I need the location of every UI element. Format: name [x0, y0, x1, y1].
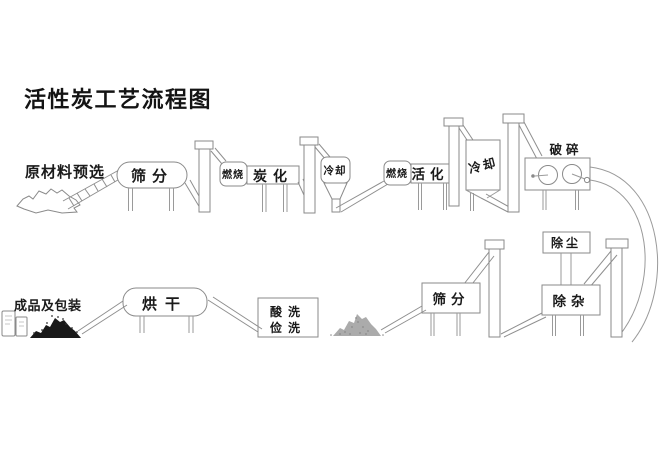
- burner-box-2: 燃烧: [383, 160, 412, 186]
- sieving-drum: 筛分: [116, 161, 188, 211]
- dust-removal-label: 除尘: [551, 235, 581, 250]
- feed-conveyor: [62, 169, 124, 210]
- crusher-axle-dot-right: [583, 176, 591, 184]
- bucket-elevator-5: [583, 238, 629, 338]
- drying-drum: 烘干: [122, 287, 208, 333]
- bucket-elevator-4: [502, 113, 543, 213]
- washing-tank: 酸洗 俭洗: [257, 297, 319, 338]
- finished-goods-label: 成品及包装: [14, 298, 82, 314]
- burner-1-label: 燃烧: [222, 168, 244, 181]
- drying-drum-label: 烘干: [142, 295, 188, 313]
- bucket-elevator-6: [463, 239, 505, 338]
- second-washing-label: 俭洗: [270, 320, 306, 335]
- sieving-drum-label: 筛分: [131, 167, 173, 185]
- impurity-remover: 除杂: [541, 284, 601, 336]
- burner-2-label: 燃烧: [386, 167, 408, 180]
- product-pile: [30, 315, 81, 338]
- cooler-1: 冷却: [320, 156, 351, 213]
- carbonization-label: 炭化: [253, 168, 293, 185]
- crusher: [524, 157, 591, 210]
- chute-to-product-pile: [77, 300, 128, 335]
- conveyor-to-burner-2: [335, 180, 389, 213]
- activation-kiln: 活化: [410, 163, 450, 210]
- conveyor-to-elevator-6: [500, 312, 547, 338]
- impurity-removal-label: 除杂: [553, 293, 590, 310]
- chute-to-elevator-4: [480, 193, 512, 213]
- activation-label: 活化: [412, 166, 449, 183]
- crushing-label: 破碎: [549, 142, 582, 157]
- raw-material-label: 原材料预选: [25, 163, 105, 181]
- carbonization-kiln: 炭化: [246, 165, 300, 212]
- raw-material-pile: [16, 188, 81, 214]
- acid-washing-label: 酸洗: [270, 304, 306, 319]
- cooling-tower: 冷却: [465, 139, 501, 211]
- curved-discharge-pipe: [589, 166, 658, 343]
- burner-box-1: 燃烧: [219, 161, 248, 187]
- crusher-axle-dot-left: [531, 174, 535, 178]
- packaging-sacks: [1, 310, 28, 337]
- dust-remover: 除尘: [542, 231, 591, 285]
- sieving-box: 筛分: [421, 282, 481, 336]
- page-title: 活性炭工艺流程图: [24, 87, 212, 113]
- cooling-tower-label: 冷却: [467, 155, 499, 177]
- sieving-box-label: 筛分: [433, 291, 470, 308]
- bucket-elevator-1: [194, 140, 227, 213]
- chute-to-gray-pile: [380, 305, 427, 334]
- cooler-1-label: 冷却: [324, 164, 347, 177]
- intermediate-pile: [330, 314, 384, 336]
- conveyor-to-dryer: [207, 296, 263, 333]
